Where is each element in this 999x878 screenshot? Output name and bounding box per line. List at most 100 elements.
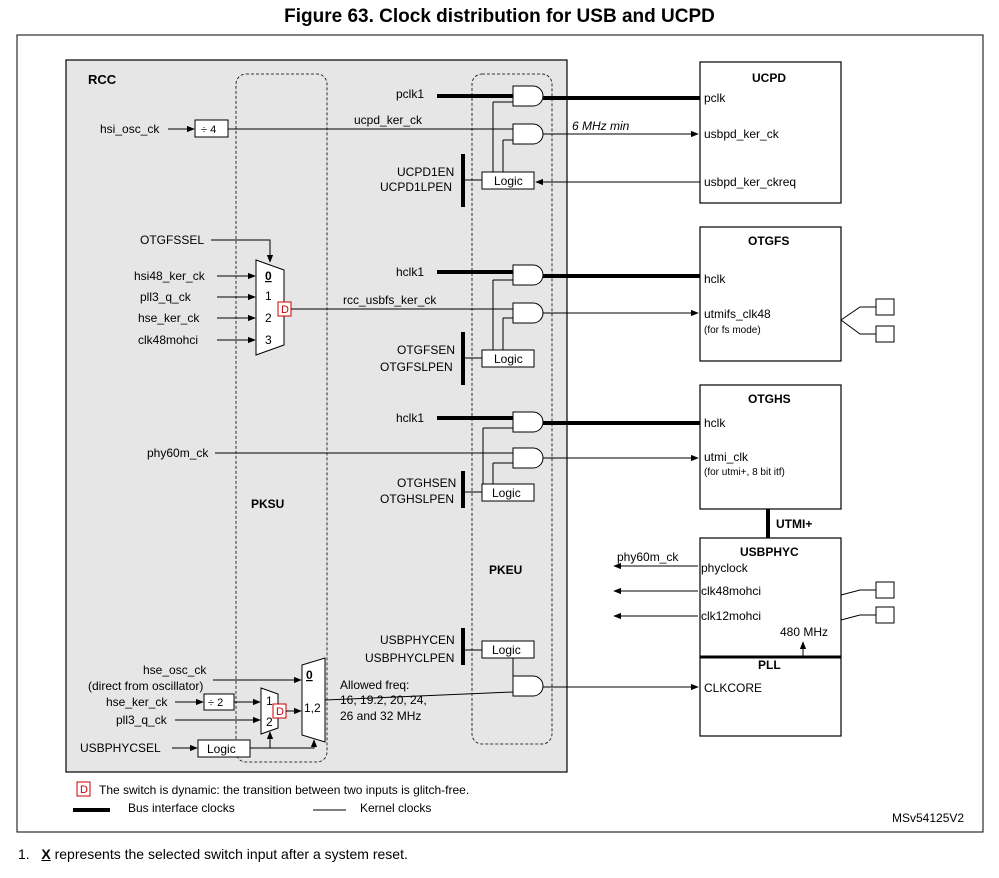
label-otghslpen: OTGHSLPEN [380, 492, 454, 506]
otghs-title: OTGHS [748, 392, 791, 406]
label-hse-ker-ck: hse_ker_ck [138, 311, 200, 325]
div2-label: ÷ 2 [208, 697, 223, 709]
logic-usbphycsel-label: Logic [207, 742, 236, 756]
ucpd-pclk: pclk [704, 91, 726, 105]
label-hsi48-ker-ck: hsi48_ker_ck [134, 269, 206, 283]
and-gate-usbphyc [512, 675, 544, 697]
label-phy60m-ck-in: phy60m_ck [147, 446, 209, 460]
otgfs-note: (for fs mode) [704, 325, 761, 336]
usbphyc-480mhz: 480 MHz [780, 625, 828, 639]
label-allowed-2: 16, 19.2, 20, 24, [340, 693, 427, 707]
label-hclk1-hs: hclk1 [396, 411, 424, 425]
pkeu-label: PKEU [489, 563, 522, 577]
pksu-region [235, 73, 328, 763]
mux-otgfs-in1: 1 [265, 289, 272, 303]
ucpd-title: UCPD [752, 71, 786, 85]
label-usbphycsel: USBPHYCSEL [80, 741, 161, 755]
rcc-label: RCC [88, 72, 117, 87]
otgfs-title: OTGFS [748, 234, 789, 248]
figure-reference: MSv54125V2 [892, 811, 964, 825]
div4-label: ÷ 4 [201, 124, 216, 136]
otgfs-pad-1 [875, 298, 895, 316]
label-allowed-3: 26 and 32 MHz [340, 709, 421, 723]
ucpd-usbpd-ker-ck: usbpd_ker_ck [704, 127, 780, 141]
label-hclk1-fs: hclk1 [396, 265, 424, 279]
label-ucpd1en: UCPD1EN [397, 165, 454, 179]
legend-dynamic-marker-label: D [80, 784, 88, 796]
dynamic-marker-usbphyc-label: D [276, 706, 284, 718]
ucpd-usbpd-ker-ckreq: usbpd_ker_ckreq [704, 175, 796, 189]
and-gate-otghs-hclk [512, 411, 544, 433]
otgfs-pad-2 [875, 325, 895, 343]
otghs-utmi-clk: utmi_clk [704, 450, 749, 464]
label-otgfsen: OTGFSEN [397, 343, 455, 357]
label-clk48mohci: clk48mohci [138, 333, 198, 347]
outer-frame [16, 34, 984, 833]
otghs-block [699, 384, 842, 510]
label-6mhz: 6 MHz min [572, 119, 630, 133]
otgfs-block [699, 226, 842, 362]
and-gate-ucpd-pclk [512, 85, 544, 107]
label-otgfssel: OTGFSSEL [140, 233, 204, 247]
label-allowed-1: Allowed freq: [340, 678, 409, 692]
logic-otghs-label: Logic [492, 486, 521, 500]
usbphyc-clk48mohci: clk48mohci [701, 584, 761, 598]
logic-ucpd-label: Logic [494, 174, 523, 188]
label-pll3-q-ck: pll3_q_ck [140, 290, 192, 304]
usbphyc-clk12mohci: clk12mohci [701, 609, 761, 623]
label-pll3-q-ck-2: pll3_q_ck [116, 713, 168, 727]
otghs-note: (for utmi+, 8 bit itf) [704, 467, 785, 478]
label-hse-ker-ck-2: hse_ker_ck [106, 695, 168, 709]
and-gate-ucpd-ker [512, 123, 544, 145]
legend-dynamic-marker [76, 781, 91, 797]
label-otgfslpen: OTGFSLPEN [380, 360, 453, 374]
footnote: 1. X represents the selected switch inpu… [18, 846, 408, 862]
mux-otgfs-in2: 2 [265, 311, 272, 325]
mux-otgfs-in0: 0 [265, 269, 272, 283]
logic-usbphyc-label: Logic [492, 643, 521, 657]
footnote-text: represents the selected switch input aft… [50, 846, 408, 862]
usbphyc-pad-1 [875, 581, 895, 599]
mux-usbphyc-small [260, 687, 279, 735]
usbphyc-block [699, 537, 842, 737]
otghs-hclk: hclk [704, 416, 726, 430]
pll-clkcore: CLKCORE [704, 681, 762, 695]
logic-usbphyc [481, 640, 535, 659]
legend-kernel: Kernel clocks [360, 801, 431, 815]
pll-title: PLL [758, 658, 781, 672]
legend-dynamic: The switch is dynamic: the transition be… [99, 783, 469, 797]
usbphyc-phy60m-ck: phy60m_ck [617, 550, 679, 564]
otgfs-utmifs-clk48: utmifs_clk48 [704, 307, 771, 321]
label-pclk1: pclk1 [396, 87, 424, 101]
mux-otgfs [255, 259, 285, 356]
mux-small-in2: 2 [266, 715, 273, 729]
and-gate-otgfs-ker [512, 302, 544, 324]
utmi-label: UTMI+ [776, 517, 812, 531]
mux-otgfs-in3: 3 [265, 333, 272, 347]
label-hsi-osc-ck: hsi_osc_ck [100, 122, 160, 136]
label-otghsen: OTGHSEN [397, 476, 456, 490]
pkeu-region [471, 73, 553, 745]
mux-small-in1: 1 [266, 694, 273, 708]
mux-big-in12: 1,2 [304, 701, 321, 715]
mux-big-in0: 0 [306, 668, 313, 682]
otgfs-hclk: hclk [704, 272, 726, 286]
label-ucpd-ker-ck: ucpd_ker_ck [354, 113, 423, 127]
legend-bus: Bus interface clocks [128, 801, 235, 815]
label-hse-osc-ck: hse_osc_ck [143, 663, 207, 677]
and-gate-otgfs-hclk [512, 264, 544, 286]
pksu-label: PKSU [251, 497, 284, 511]
figure-title: Figure 63. Clock distribution for USB an… [284, 6, 715, 27]
ucpd-block [699, 61, 842, 204]
label-direct-osc: (direct from oscillator) [88, 679, 203, 693]
logic-otgfs-label: Logic [494, 352, 523, 366]
label-usbphycen: USBPHYCEN [380, 633, 455, 647]
usbphyc-title: USBPHYC [740, 545, 799, 559]
label-ucpd1lpen: UCPD1LPEN [380, 180, 452, 194]
footnote-x: X [41, 846, 51, 862]
usbphyc-pad-2 [875, 606, 895, 624]
footnote-number: 1. [18, 846, 30, 862]
dynamic-marker-otgfs-label: D [281, 304, 289, 316]
mux-usbphyc-big [301, 657, 326, 743]
